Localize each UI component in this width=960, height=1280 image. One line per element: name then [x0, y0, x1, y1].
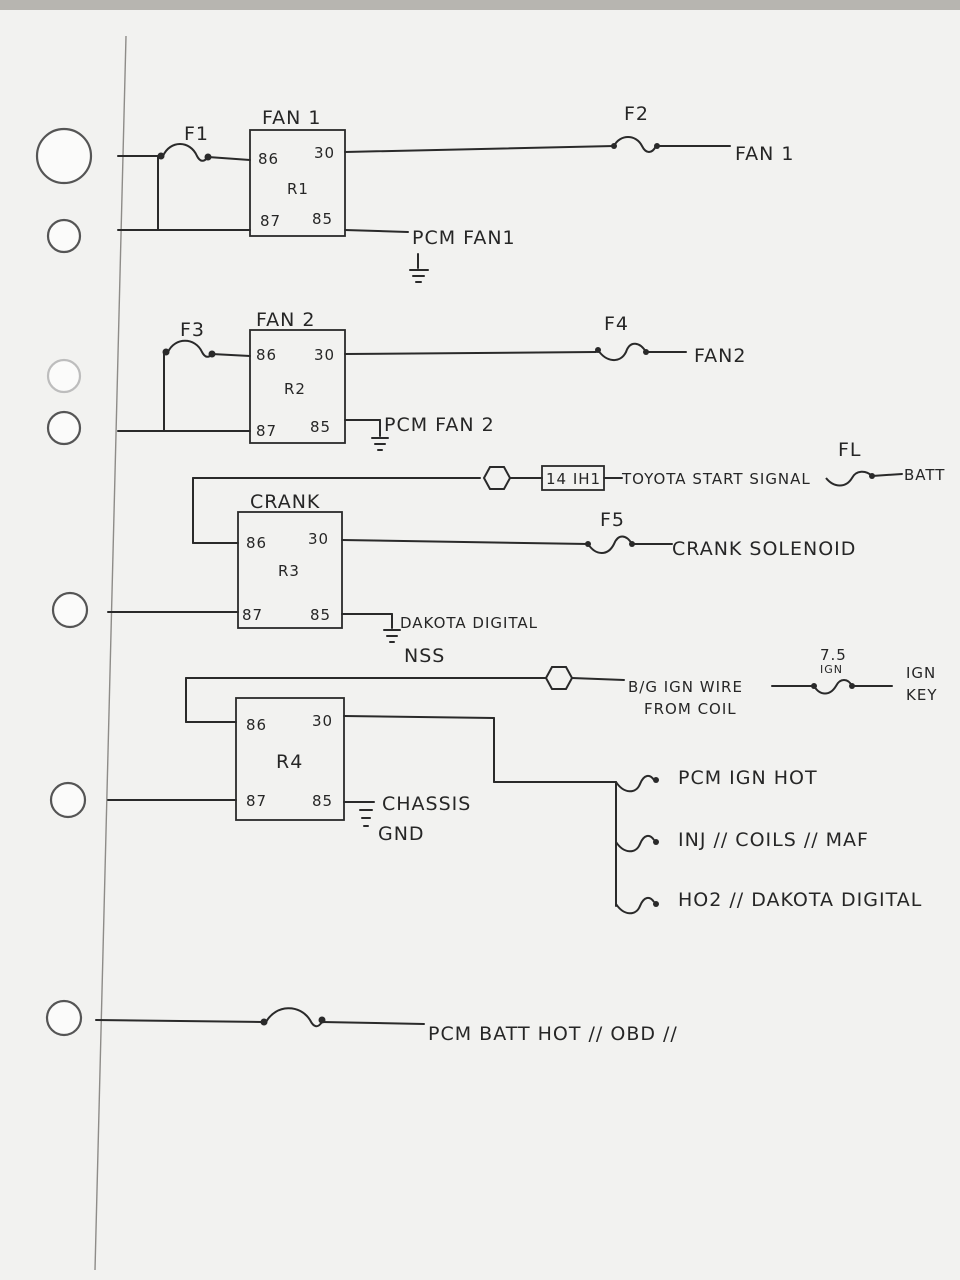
- fuse-f5: [587, 535, 633, 554]
- fuse-ign: [813, 679, 853, 695]
- relay-r3-pin86: 86: [246, 534, 267, 552]
- binder-hole: [45, 999, 83, 1037]
- margin-line: [94, 35, 127, 1271]
- crank-circuit: 14 IH1 TOYOTA START SIGNAL FL BATT CRANK…: [107, 439, 945, 667]
- relay-r2: [249, 329, 346, 444]
- binder-hole: [46, 358, 82, 394]
- ground-symbol: [371, 419, 389, 451]
- fuse-fl-label: FL: [838, 439, 862, 461]
- fuse-ign-tag: IGN: [820, 663, 843, 676]
- pcm-batt-circuit: PCM BATT HOT // OBD //: [95, 1007, 678, 1045]
- fuse-f5-label: F5: [600, 509, 625, 531]
- relay-r3-title: CRANK: [250, 491, 320, 513]
- ground-symbol: [409, 253, 429, 283]
- relay-r4-id: R4: [276, 751, 303, 773]
- fuse-ho2: [615, 896, 655, 915]
- fuse-f1: [162, 143, 208, 162]
- batt-label: BATT: [904, 466, 945, 484]
- binder-hole: [46, 410, 82, 446]
- relay-r1-id: R1: [287, 180, 309, 198]
- fuse-f4-label: F4: [604, 313, 629, 335]
- fuse-f4: [597, 342, 647, 361]
- relay-r1-pin30: 30: [314, 144, 335, 162]
- relay-r4-pin85: 85: [312, 792, 333, 810]
- binder-hole: [51, 591, 89, 629]
- fuse-f3-label: F3: [180, 319, 205, 341]
- fuse-f3: [167, 339, 213, 358]
- fan2-circuit: F3 FAN 2 86 30 R2 87 85 F4 FAN2 PCM FAN …: [117, 309, 746, 451]
- fuse-pcm-ign: [615, 774, 655, 793]
- inj-coils-maf-label: INJ // COILS // MAF: [678, 829, 869, 851]
- binder-hole: [46, 218, 82, 254]
- relay-r3-id: R3: [278, 562, 300, 580]
- dakota-nss-label-1: DAKOTA DIGITAL: [400, 614, 538, 632]
- relay-r4-pin86: 86: [246, 716, 267, 734]
- relay-r1-pin86: 86: [258, 150, 279, 168]
- chassis-gnd-label-1: CHASSIS: [382, 793, 471, 815]
- fan1-output-label: FAN 1: [735, 143, 795, 165]
- pcm-fan1-label: PCM FAN1: [412, 227, 516, 249]
- toyota-start-label: TOYOTA START SIGNAL: [621, 470, 811, 488]
- ground-symbol: [357, 801, 375, 827]
- fuse-fl: [825, 470, 873, 487]
- ho2-dakota-label: HO2 // DAKOTA DIGITAL: [678, 889, 922, 911]
- relay-r2-pin85: 85: [310, 418, 331, 436]
- ground-symbol: [383, 613, 401, 643]
- pcm-ign-hot-label: PCM IGN HOT: [678, 767, 818, 789]
- relay-r4-pin30: 30: [312, 712, 333, 730]
- relay-r2-pin87: 87: [256, 422, 277, 440]
- ign-circuit: B/G IGN WIRE FROM COIL 7.5 IGN IGN KEY 8…: [107, 646, 937, 915]
- relay-r3: [237, 511, 343, 629]
- fuse-f1-label: F1: [184, 123, 209, 145]
- fan2-output-label: FAN2: [694, 345, 746, 367]
- connector-label: 14 IH1: [546, 470, 601, 488]
- ign-key-label-1: IGN: [906, 664, 936, 682]
- fuse-f2-label: F2: [624, 103, 649, 125]
- dakota-nss-label-2: NSS: [404, 645, 445, 667]
- relay-r1-pin85: 85: [312, 210, 333, 228]
- relay-r3-pin87: 87: [242, 606, 263, 624]
- relay-r3-pin30: 30: [308, 530, 329, 548]
- relay-r1-pin87: 87: [260, 212, 281, 230]
- relay-r1: [249, 129, 346, 237]
- relay-r2-pin30: 30: [314, 346, 335, 364]
- chassis-gnd-label-2: GND: [378, 823, 425, 845]
- relay-r2-pin86: 86: [256, 346, 277, 364]
- relay-r3-pin85: 85: [310, 606, 331, 624]
- pcm-fan2-label: PCM FAN 2: [384, 414, 495, 436]
- binder-hole: [35, 127, 93, 185]
- binder-hole: [49, 781, 87, 819]
- fuse-inj: [615, 834, 655, 853]
- bg-ign-label-1: B/G IGN WIRE: [628, 678, 743, 696]
- crank-solenoid-label: CRANK SOLENOID: [672, 538, 856, 560]
- fuse-f2: [613, 136, 657, 153]
- fuse-ign-amp: 7.5: [820, 646, 847, 664]
- relay-r4: [235, 697, 345, 821]
- fuse-pcm-batt: [265, 1007, 323, 1028]
- bg-ign-label-2: FROM COIL: [644, 700, 737, 718]
- pcm-batt-hot-label: PCM BATT HOT // OBD //: [428, 1023, 678, 1045]
- ign-key-label-2: KEY: [906, 686, 937, 704]
- binder-holes: [35, 127, 93, 1037]
- fan1-circuit: F1 FAN 1 86 30 R1 87 85 F2 FAN 1 PCM FAN…: [117, 103, 795, 283]
- relay-r4-pin87: 87: [246, 792, 267, 810]
- relay-r2-id: R2: [284, 380, 306, 398]
- relay-r1-title: FAN 1: [262, 107, 322, 129]
- relay-r2-title: FAN 2: [256, 309, 316, 331]
